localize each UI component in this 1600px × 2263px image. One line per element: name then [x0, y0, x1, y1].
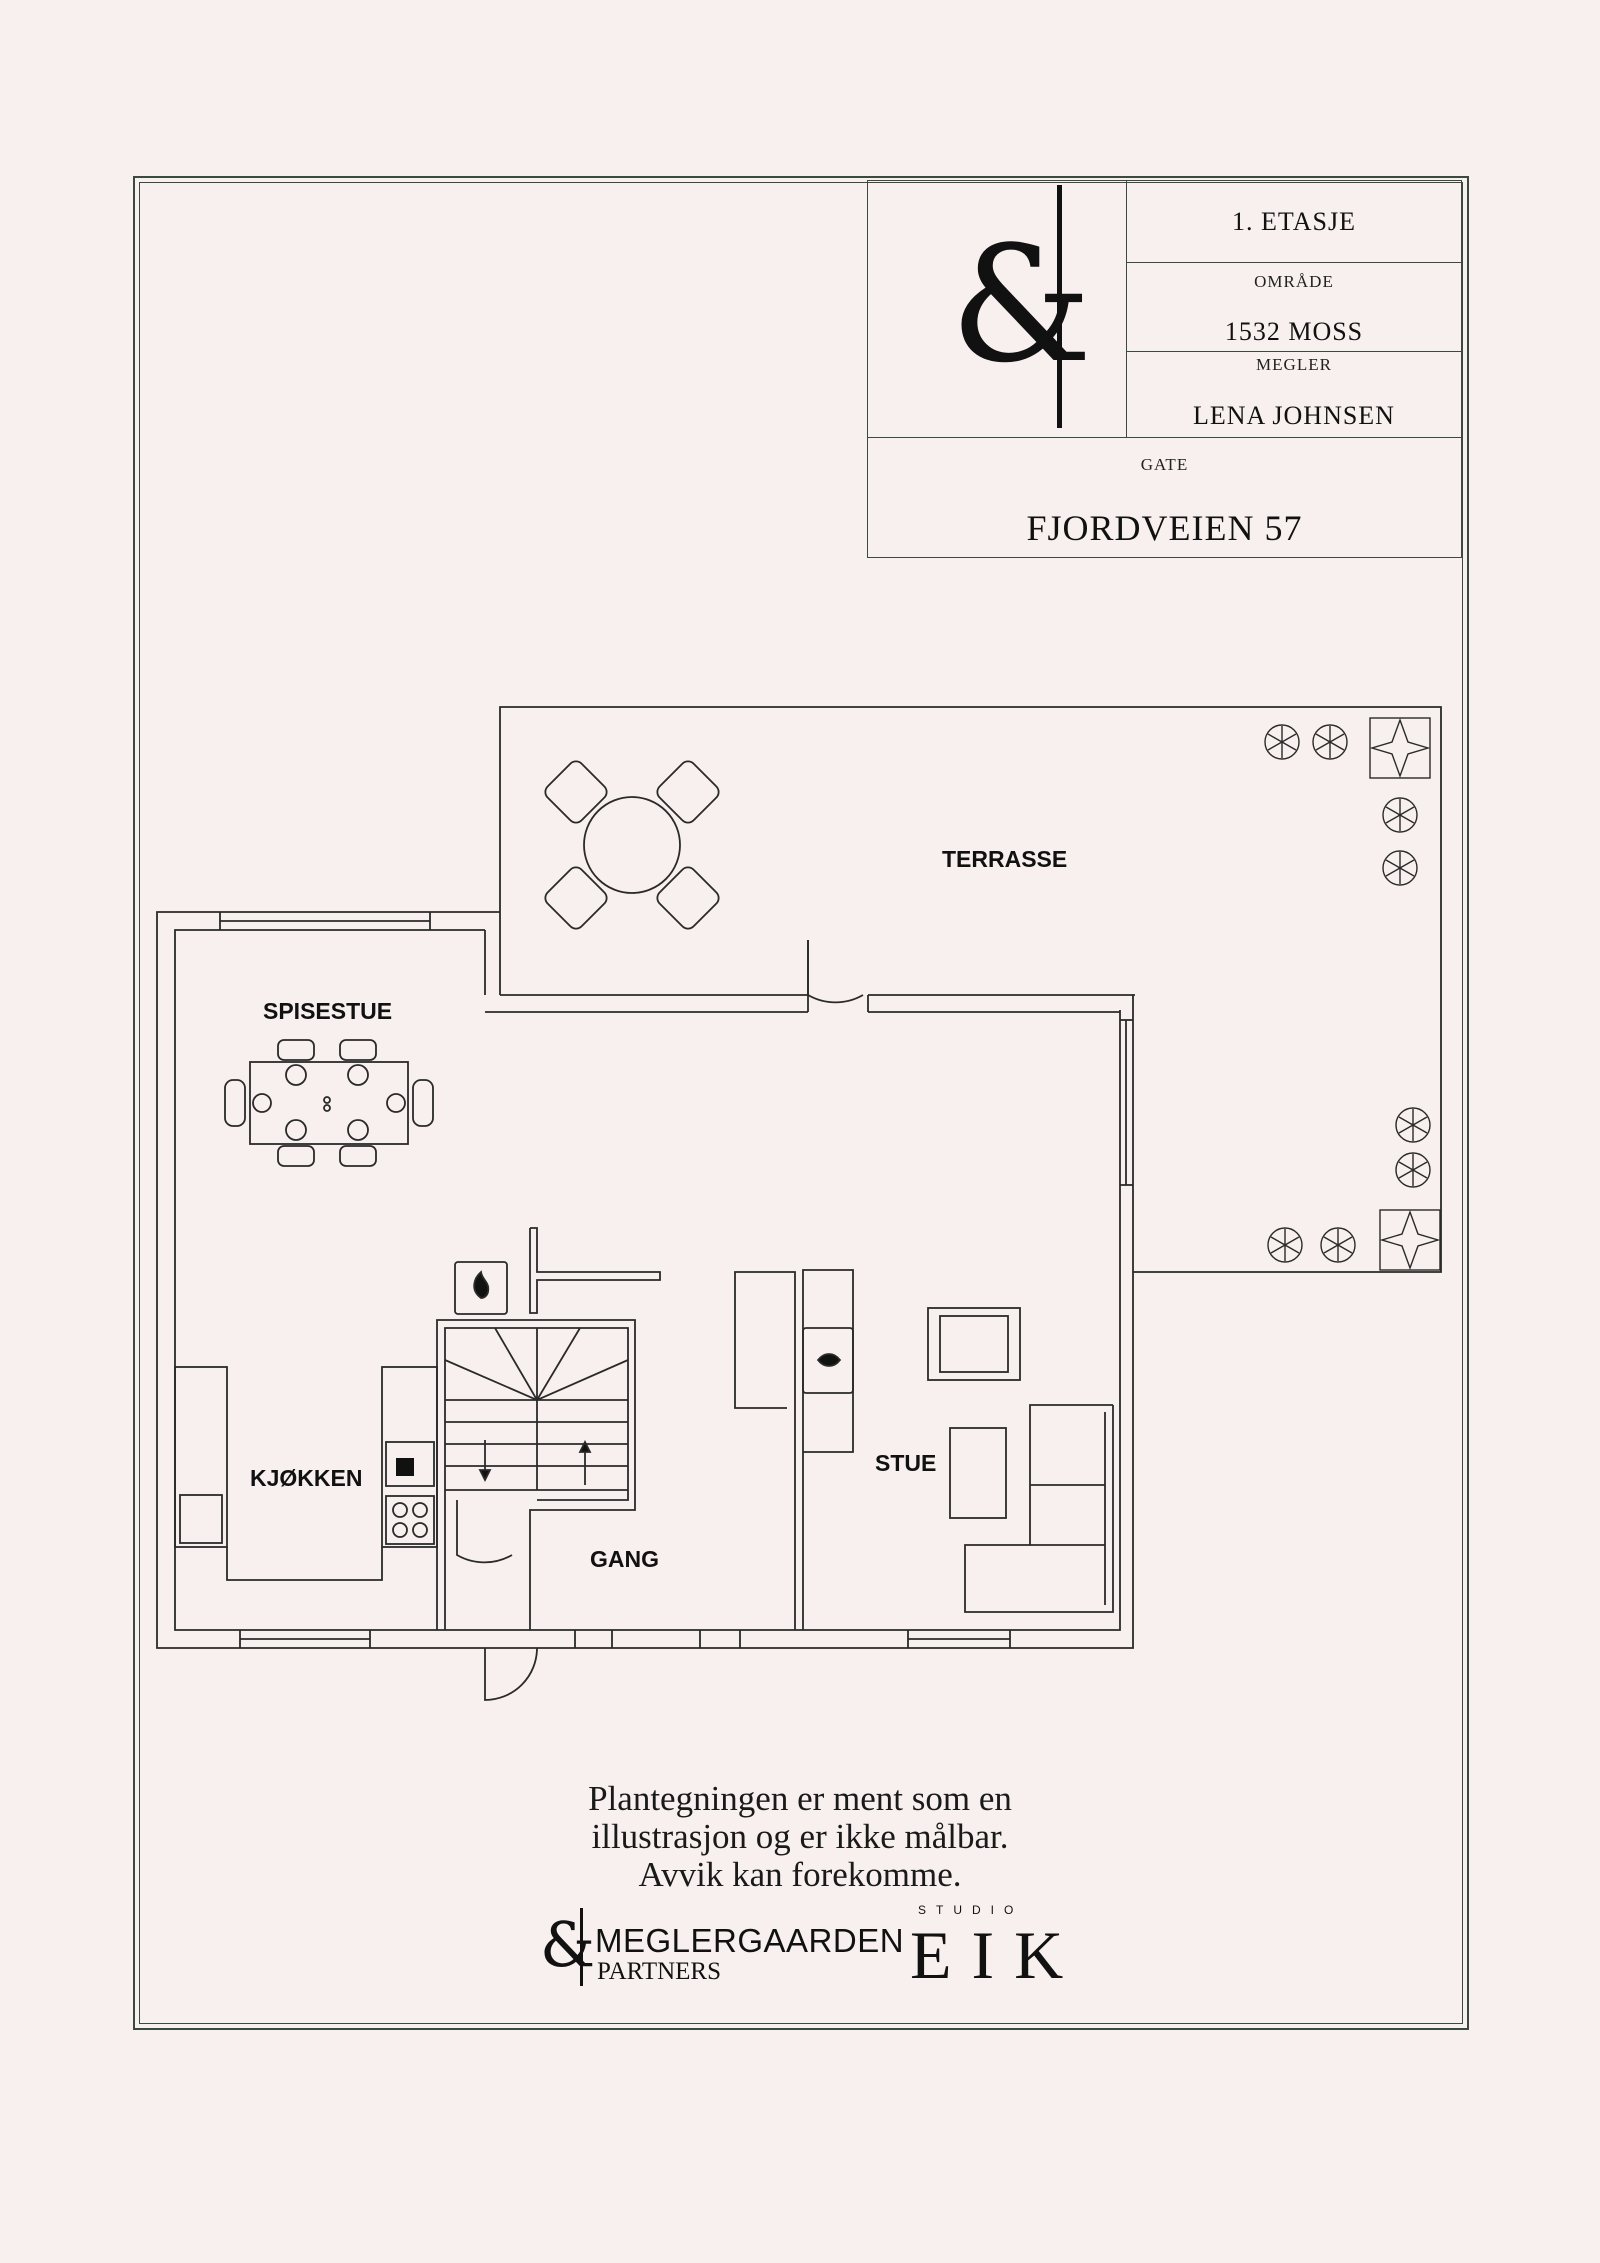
- area-label: OMRÅDE: [1254, 272, 1334, 291]
- logo-studio-eik-top: STUDIO: [918, 1903, 1024, 1917]
- fireplaces: [454, 1261, 854, 1394]
- logo-studio-eik-name: EIK: [910, 1917, 1084, 1993]
- living-furniture: [927, 1307, 1114, 1613]
- kitchen-counters: [174, 1366, 438, 1581]
- title-logo-glyph: &: [950, 211, 1093, 398]
- logo-meglergaarden-bar: [580, 1908, 583, 1986]
- agent-label: MEGLER: [1256, 355, 1332, 374]
- disclaimer-text: Plantegningen er ment som en illustrasjo…: [588, 1779, 1012, 1894]
- plants: [1264, 717, 1441, 1271]
- room-label-living: STUE: [875, 1450, 937, 1476]
- floor-label: 1. ETASJE: [1232, 207, 1356, 236]
- logo-meglergaarden-sub: PARTNERS: [597, 1958, 722, 1985]
- title-block-row-street: [867, 437, 1462, 558]
- agent-value: LENA JOHNSEN: [1193, 401, 1395, 430]
- page-frame-outer: [133, 176, 1469, 2030]
- doors: [456, 940, 864, 1701]
- room-label-kitchen: KJØKKEN: [250, 1465, 363, 1491]
- logo-meglergaarden-name: MEGLERGAARDEN: [595, 1922, 905, 1959]
- terrace-outline: [499, 706, 1442, 1273]
- room-label-dining: SPISESTUE: [263, 998, 393, 1024]
- terrace-table: [544, 760, 720, 930]
- page-frame-inner: [139, 182, 1463, 2024]
- stairs: [444, 1327, 629, 1491]
- title-logo-mark: &: [940, 185, 1093, 430]
- title-logo-bar: [1057, 185, 1062, 428]
- area-value: 1532 MOSS: [1224, 317, 1364, 346]
- house-walls: [156, 911, 1134, 1649]
- street-value: FJORDVEIEN 57: [1026, 508, 1303, 548]
- logo-meglergaarden-glyph: &: [540, 1908, 596, 1981]
- dining-table: [224, 1039, 434, 1167]
- room-label-terrace: TERRASSE: [942, 846, 1068, 872]
- title-block-row-area: [1126, 262, 1462, 352]
- street-label: GATE: [1140, 455, 1189, 474]
- room-label-hall: GANG: [590, 1546, 659, 1572]
